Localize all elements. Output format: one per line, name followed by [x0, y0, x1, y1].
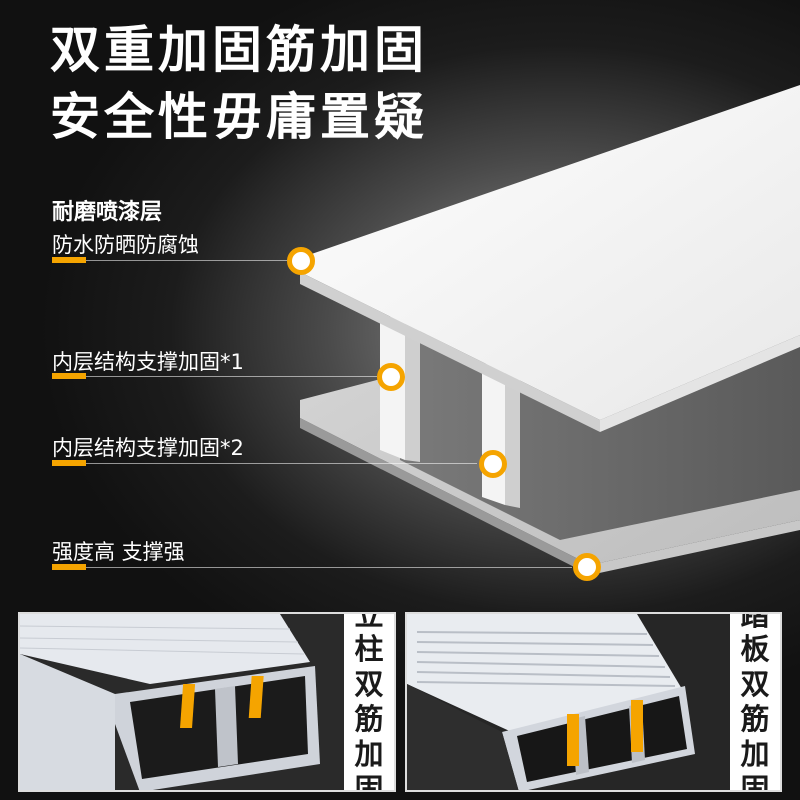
caption-char: 筋 [740, 702, 770, 736]
caption-char: 踏 [740, 612, 770, 632]
column-profile-panel: 立 柱 双 筋 加 固 [18, 612, 396, 792]
callout-3-accent-bar [52, 460, 86, 466]
callout-2-accent-bar [52, 373, 86, 379]
callout-4-marker [573, 553, 601, 581]
callout-1-accent-bar [52, 257, 86, 263]
caption-char: 固 [740, 771, 770, 792]
headline-line-1: 双重加固筋加固 [50, 21, 428, 79]
column-profile-photo [20, 614, 350, 790]
tread-profile-photo [407, 614, 734, 790]
callout-2-text: 内层结构支撑加固*1 [52, 350, 244, 374]
callout-3-marker [479, 450, 507, 478]
callout-3-leader-line [52, 463, 477, 464]
callout-3-text: 内层结构支撑加固*2 [52, 436, 244, 460]
caption-char: 板 [740, 632, 770, 667]
top-plate [300, 85, 800, 420]
tread-profile-caption: 踏 板 双 筋 加 固 [730, 614, 780, 790]
callout-4-accent-bar [52, 564, 86, 570]
caption-char: 固 [354, 771, 384, 792]
callout-2-leader-line [52, 376, 377, 377]
callout-1-text: 防水防晒防腐蚀 [52, 233, 199, 257]
callout-4-text: 强度高 支撑强 [52, 540, 185, 564]
tread-profile-panel: 踏 板 双 筋 加 固 [405, 612, 782, 792]
callout-1-leader-line [52, 260, 292, 261]
top-plate-edge [300, 272, 600, 432]
callout-4-leader-line [52, 567, 572, 568]
callout-2-marker [377, 363, 405, 391]
callout-1-title: 耐磨喷漆层 [52, 200, 163, 225]
column-profile-caption: 立 柱 双 筋 加 固 [344, 614, 394, 790]
caption-char: 立 [354, 612, 384, 632]
callout-1-marker [287, 247, 315, 275]
headline-line-2: 安全性毋庸置疑 [50, 88, 428, 146]
caption-char: 筋 [354, 702, 384, 736]
caption-char: 双 [740, 667, 770, 702]
bottom-plate-edge [300, 418, 590, 575]
caption-char: 加 [740, 736, 770, 771]
caption-char: 双 [354, 667, 384, 702]
caption-char: 加 [354, 736, 384, 771]
caption-char: 柱 [354, 632, 384, 667]
